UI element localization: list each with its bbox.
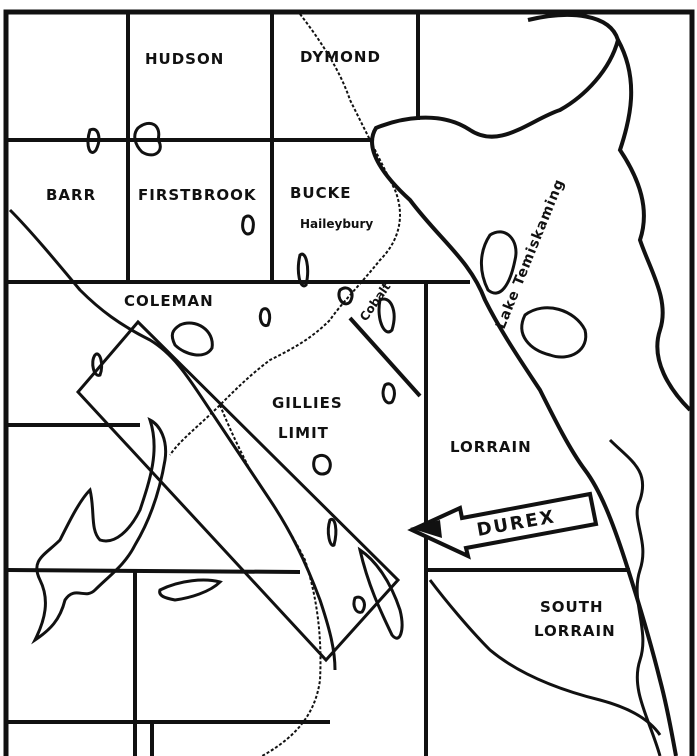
small-lake — [381, 382, 396, 405]
durex-property-marker — [410, 520, 442, 538]
small-lake — [241, 214, 255, 236]
lake-temiskaming-shoreline — [370, 13, 678, 756]
township-gillies-line2: LIMIT — [278, 424, 329, 442]
western-lake — [31, 417, 168, 645]
township-hudson: HUDSON — [145, 50, 224, 68]
small-lake — [91, 352, 104, 377]
map-frame — [3, 9, 695, 756]
lake-east-shore-south — [608, 438, 662, 756]
township-south-lorrain-line2: LORRAIN — [534, 622, 616, 640]
township-south-lorrain-line1: SOUTH — [540, 598, 604, 616]
river — [8, 208, 337, 671]
small-lake — [337, 286, 354, 306]
township-gillies-line1: GILLIES — [272, 394, 343, 412]
lake-temiskaming-east-shore — [616, 39, 692, 412]
claim-block-outline — [75, 319, 401, 663]
small-lake — [86, 127, 101, 154]
small-lake — [352, 595, 366, 614]
township-dymond: DYMOND — [300, 48, 381, 66]
small-lake — [357, 546, 404, 640]
railway — [169, 13, 401, 756]
small-lake — [296, 252, 310, 288]
township-barr: BARR — [46, 186, 96, 204]
township-coleman: COLEMAN — [124, 292, 214, 310]
town-haileybury: Haileybury — [300, 217, 373, 231]
small-lake — [170, 321, 214, 357]
lake-island — [480, 230, 518, 295]
river-south-branch — [428, 579, 662, 736]
township-firstbrook: FIRSTBROOK — [138, 186, 257, 204]
township-grid — [7, 14, 630, 756]
township-lorrain: LORRAIN — [450, 438, 532, 456]
small-lake — [312, 453, 332, 476]
small-lake — [377, 297, 396, 334]
lake-island — [520, 306, 588, 359]
durex-arrow-shape — [407, 491, 599, 560]
small-lake — [326, 517, 338, 547]
township-bucke: BUCKE — [290, 184, 352, 202]
small-lake — [258, 307, 272, 327]
small-lake — [158, 578, 223, 602]
small-lake — [133, 121, 162, 157]
durex-pointer: DUREX — [407, 491, 599, 560]
